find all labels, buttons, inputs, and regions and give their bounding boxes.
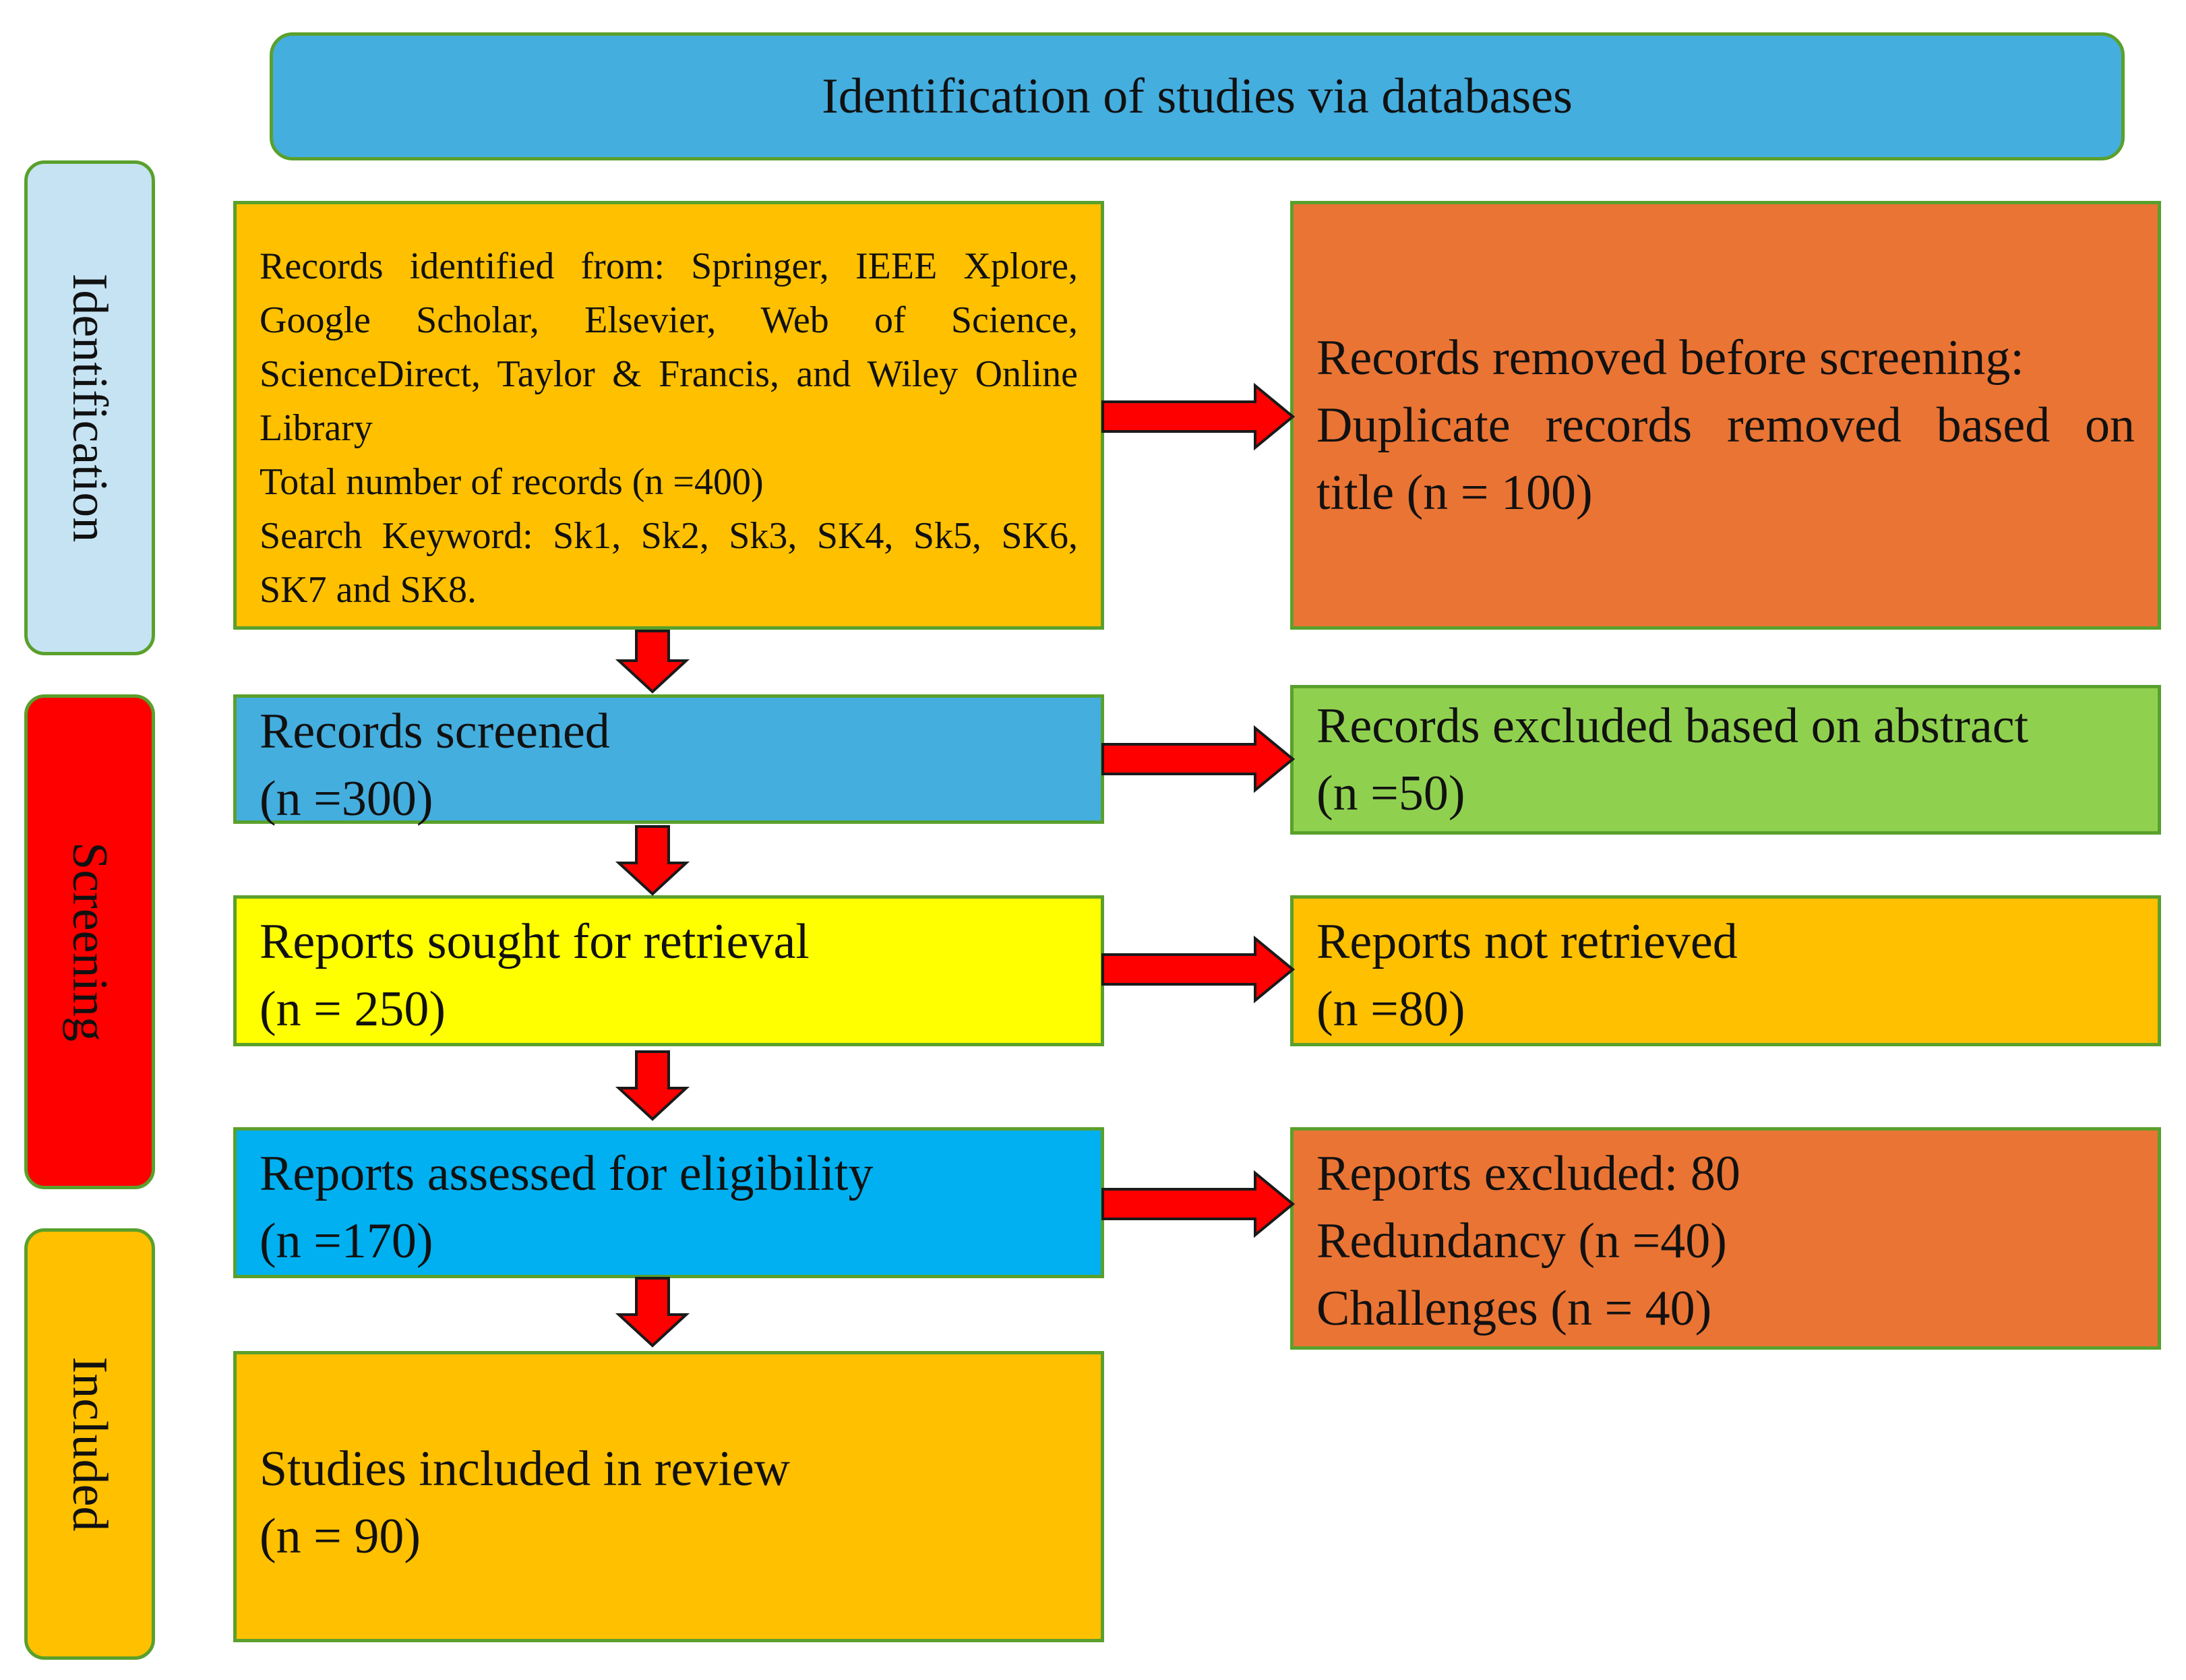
records-screened-count: (n =300) — [260, 771, 433, 827]
studies-included-box: Studies included in review (n = 90) — [233, 1351, 1104, 1642]
phase-screening: Screening — [24, 694, 155, 1189]
header-title: Identification of studies via databases — [822, 69, 1573, 124]
reports-excluded-challenges: Challenges (n = 40) — [1316, 1281, 1712, 1336]
records-identified-total: Total number of records (n =400) — [260, 461, 764, 503]
reports-not-retrieved-box: Reports not retrieved (n =80) — [1290, 895, 2161, 1046]
records-screened-box: Records screened (n =300) — [233, 694, 1104, 827]
arrow-right-assessed-to-excluded — [1101, 1170, 1296, 1238]
arrow-right-sought-to-not-retrieved — [1101, 935, 1296, 1004]
reports-assessed-label: Reports assessed for eligibility — [260, 1146, 874, 1201]
arrow-right-identified-to-removed — [1101, 382, 1296, 451]
reports-not-retrieved-count: (n =80) — [1316, 982, 1465, 1037]
records-excluded-count: (n =50) — [1316, 766, 1465, 821]
records-removed-detail: Duplicate records removed based on title… — [1316, 398, 2148, 520]
reports-excluded-label: Reports excluded: 80 — [1316, 1146, 1740, 1201]
arrow-right-screened-to-excluded — [1101, 725, 1296, 793]
reports-excluded-box: Reports excluded: 80 Redundancy (n =40) … — [1290, 1127, 2161, 1350]
studies-included-count: (n = 90) — [260, 1509, 421, 1564]
records-excluded-box: Records excluded based on abstract (n =5… — [1290, 685, 2161, 835]
phase-identification: Identification — [24, 160, 155, 655]
reports-not-retrieved-label: Reports not retrieved — [1316, 914, 1738, 969]
reports-assessed-box: Reports assessed for eligibility (n =170… — [233, 1127, 1104, 1278]
phase-included: Included — [24, 1228, 155, 1660]
reports-assessed-count: (n =170) — [260, 1213, 433, 1269]
header-box: Identification of studies via databases — [270, 32, 2125, 160]
records-screened-label: Records screened — [260, 704, 610, 759]
records-identified-keywords: Search Keyword: Sk1, Sk2, Sk3, SK4, Sk5,… — [260, 515, 1087, 611]
arrow-down-screened-to-sought — [615, 825, 690, 896]
records-removed-box: Records removed before screening: Duplic… — [1290, 201, 2161, 630]
arrow-down-sought-to-assessed — [615, 1050, 690, 1121]
reports-sought-box: Reports sought for retrieval (n = 250) — [233, 895, 1104, 1046]
reports-excluded-redundancy: Redundancy (n =40) — [1316, 1213, 1727, 1269]
studies-included-label: Studies included in review — [260, 1441, 791, 1497]
reports-sought-count: (n = 250) — [260, 982, 446, 1037]
records-identified-sources: Records identified from: Springer, IEEE … — [260, 245, 1087, 449]
records-identified-box: Records identified from: Springer, IEEE … — [233, 201, 1104, 630]
arrow-down-identified-to-screened — [615, 630, 690, 694]
arrow-down-assessed-to-included — [615, 1277, 690, 1348]
records-excluded-label: Records excluded based on abstract — [1316, 698, 2029, 754]
records-removed-heading: Records removed before screening: — [1316, 330, 2024, 386]
reports-sought-label: Reports sought for retrieval — [260, 914, 810, 969]
